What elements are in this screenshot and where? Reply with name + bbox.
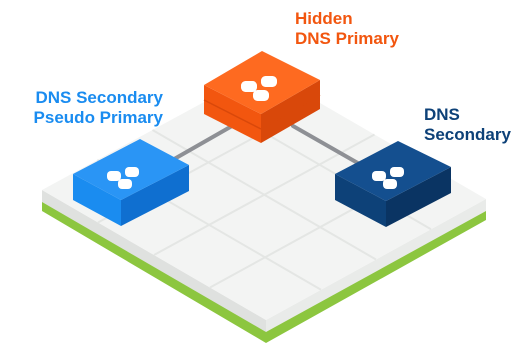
node-icon-dots [241,76,277,101]
node-secondary-pseudo-primary [73,139,189,226]
platform-left-side [42,190,266,332]
node-hidden-primary [203,51,321,143]
node-layer-divider [260,94,321,130]
node-icon-dots [372,167,404,189]
node-side-left [73,174,121,226]
label-dns-secondary: DNS Secondary [424,105,511,145]
node-side-left [335,174,386,227]
node-layer-divider [203,99,262,130]
node-secondary [335,141,451,227]
label-line-1: DNS [424,105,460,124]
node-icon-dots [107,167,139,189]
label-line-1: Hidden [295,9,353,28]
node-side-right [386,167,451,227]
node-side-right [121,165,189,226]
label-line-2: Secondary [424,125,511,144]
label-hidden-dns-primary: Hidden DNS Primary [295,9,399,49]
label-line-2: DNS Primary [295,29,399,48]
label-line-1: DNS Secondary [35,88,163,107]
platform-right-side [266,199,486,332]
label-line-2: Pseudo Primary [33,108,163,127]
platform-grid-line [153,133,375,256]
label-dns-secondary-pseudo-primary: DNS Secondary Pseudo Primary [3,88,163,128]
